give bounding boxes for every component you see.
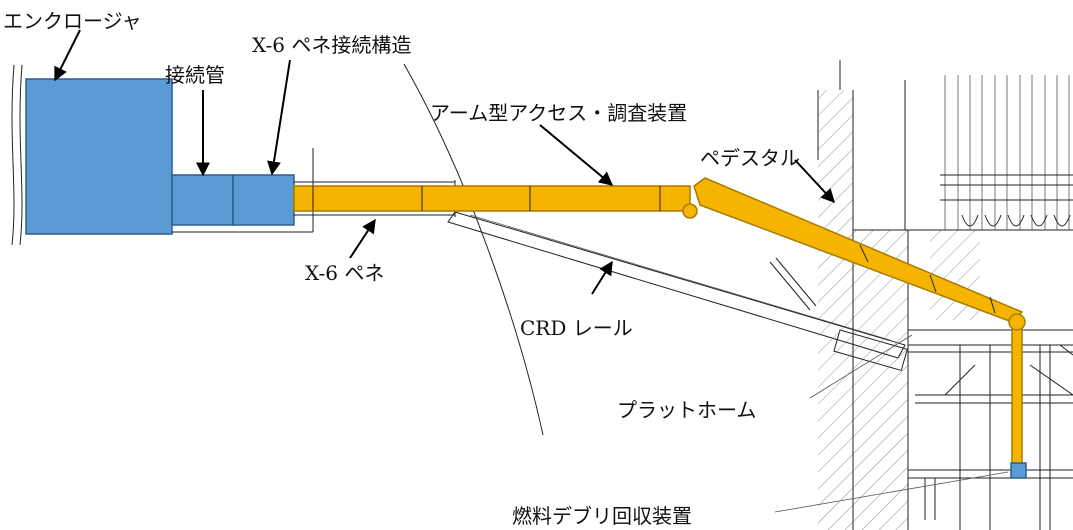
label-connecting-pipe: 接続管 xyxy=(165,63,225,87)
arm-device xyxy=(293,177,1026,465)
label-crd-rail: CRD レール xyxy=(520,316,633,340)
connecting-pipe-box xyxy=(171,174,234,226)
leader-arrows xyxy=(54,29,1009,513)
x6-connection-box xyxy=(232,174,295,226)
pcv-curved-wall xyxy=(403,63,544,436)
label-x6-pene: X-6 ペネ xyxy=(305,261,384,285)
left-wall-lines xyxy=(11,64,23,246)
label-x6-connection: X-6 ペネ接続構造 xyxy=(252,33,411,57)
label-platform: プラットホーム xyxy=(617,398,756,422)
label-debris-recovery: 燃料デブリ回収装置 xyxy=(512,504,692,528)
platform-structure xyxy=(908,329,1073,530)
label-arm: アーム型アクセス・調査装置 xyxy=(430,101,687,125)
debris-recovery-box xyxy=(1010,462,1027,479)
label-pedestal: ペデスタル xyxy=(700,146,800,170)
enclosure-box xyxy=(25,78,173,235)
crd-housings xyxy=(940,75,1073,230)
label-enclosure: エンクロージャ xyxy=(3,9,142,33)
